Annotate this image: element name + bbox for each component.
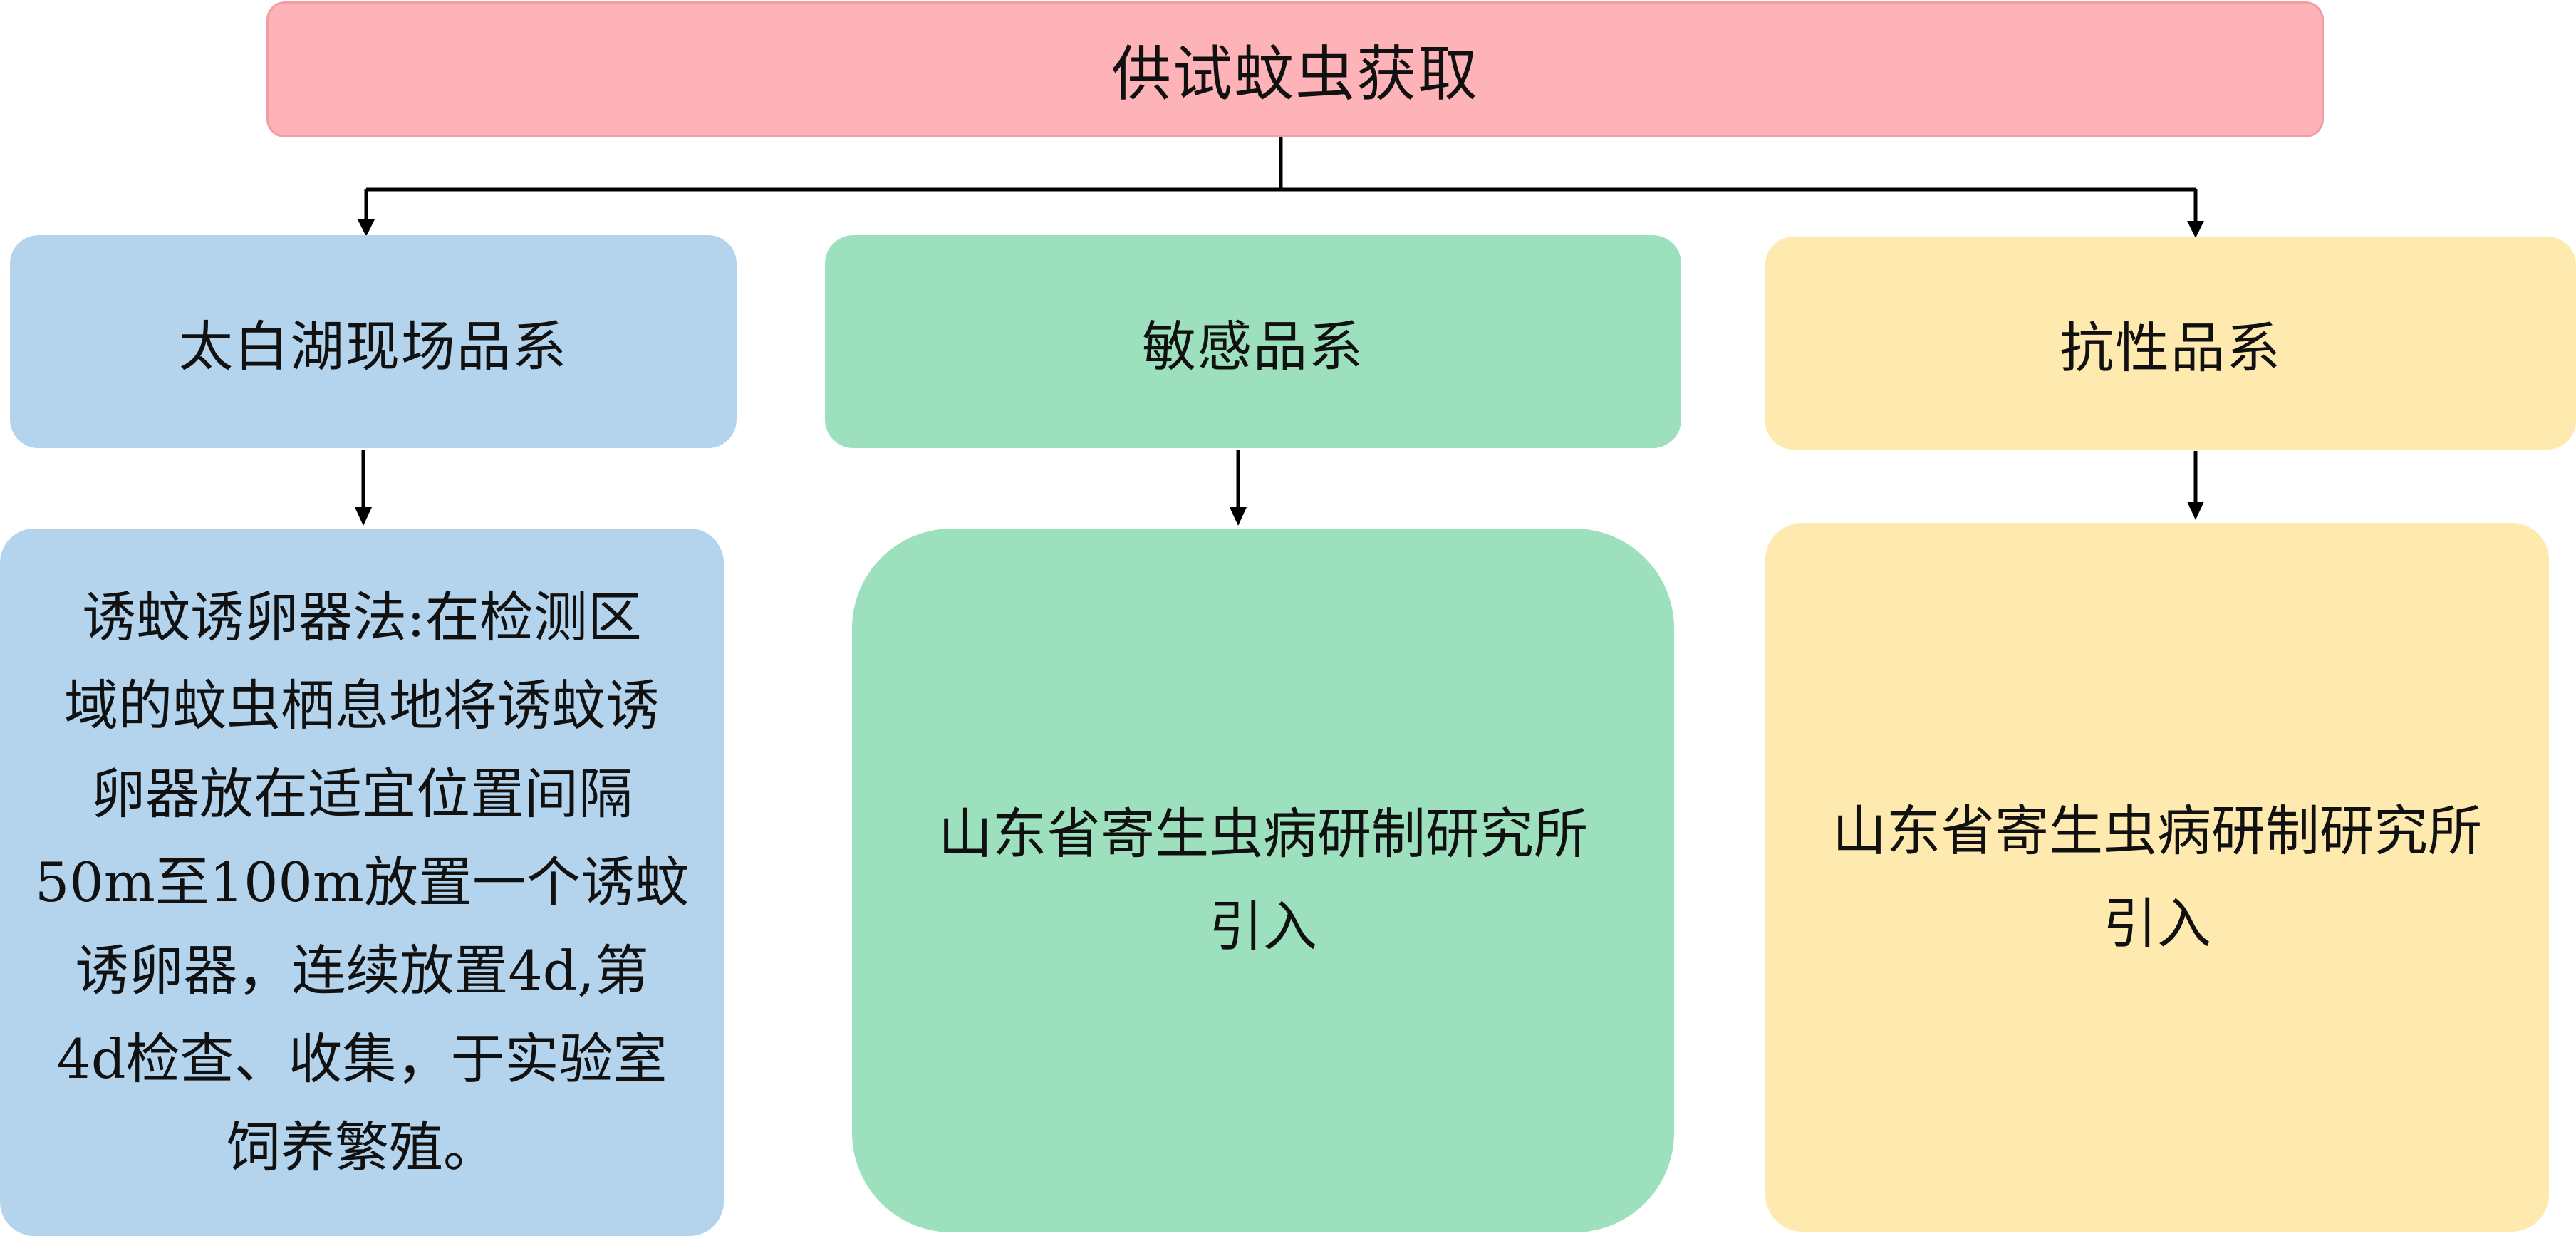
category-label: 太白湖现场品系 [179, 314, 568, 378]
arrowhead-cat-0 [358, 219, 375, 237]
category-node-field-strain: 太白湖现场品系 [10, 235, 737, 448]
arrowhead-cat-2 [2187, 221, 2204, 238]
detail-text: 山东省寄生虫病研制研究所 引入 [938, 802, 1588, 958]
detail-node-sensitive-strain: 山东省寄生虫病研制研究所 引入 [852, 529, 1674, 1232]
category-node-resistant-strain: 抗性品系 [1765, 237, 2576, 450]
detail-text: 诱蚊诱卵器法:在检测区 域的蚊虫栖息地将诱蚊诱 卵器放在适宜位置间隔 50m至1… [35, 585, 689, 1179]
detail-text: 山东省寄生虫病研制研究所 引入 [1832, 799, 2482, 955]
category-label: 抗性品系 [2060, 316, 2282, 380]
category-label: 敏感品系 [1142, 314, 1364, 378]
arrowhead-detail-2 [2187, 502, 2204, 520]
arrowhead-detail-0 [355, 507, 372, 526]
root-node: 供试蚊虫获取 [266, 1, 2324, 137]
root-node-label: 供试蚊虫获取 [1111, 39, 1479, 109]
detail-node-field-strain: 诱蚊诱卵器法:在检测区 域的蚊虫栖息地将诱蚊诱 卵器放在适宜位置间隔 50m至1… [0, 529, 724, 1236]
arrowhead-detail-1 [1230, 507, 1247, 526]
category-node-sensitive-strain: 敏感品系 [825, 235, 1681, 448]
detail-node-resistant-strain: 山东省寄生虫病研制研究所 引入 [1765, 523, 2549, 1232]
